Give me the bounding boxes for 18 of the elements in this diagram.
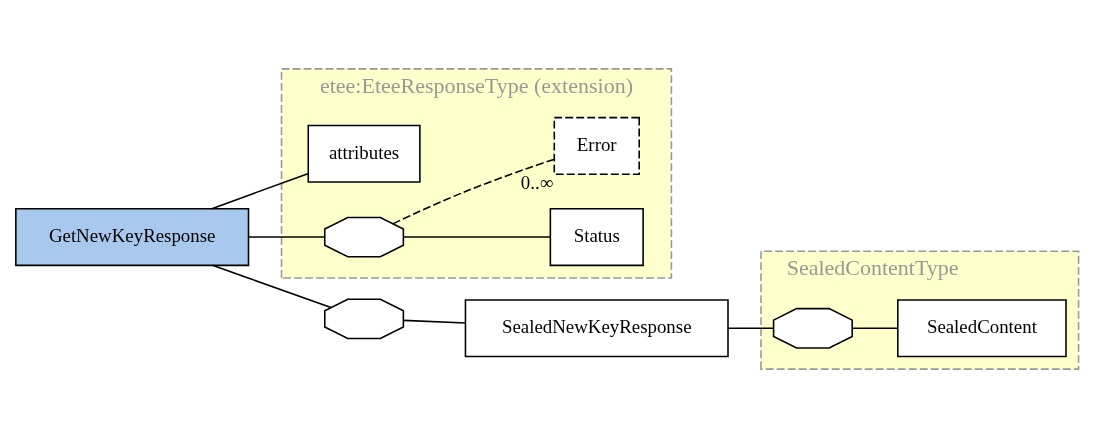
node-box: SealedNewKeyResponse <box>464 299 729 358</box>
connector <box>211 172 309 210</box>
node-octagon <box>772 307 853 349</box>
node-box: SealedContent <box>897 299 1067 358</box>
node-octagon <box>323 298 405 340</box>
node-label: 0..∞ <box>520 172 554 194</box>
connector <box>727 327 775 330</box>
node-box: Status <box>549 208 644 267</box>
node-box: attributes <box>307 124 421 183</box>
connector <box>248 236 326 238</box>
node-box: GetNewKeyResponse <box>15 208 250 267</box>
connector <box>402 236 551 238</box>
connector <box>402 319 467 324</box>
connector <box>851 327 898 330</box>
node-octagon <box>323 216 405 258</box>
connector <box>212 264 332 309</box>
connector <box>392 158 555 225</box>
node-box: Error <box>553 116 640 175</box>
